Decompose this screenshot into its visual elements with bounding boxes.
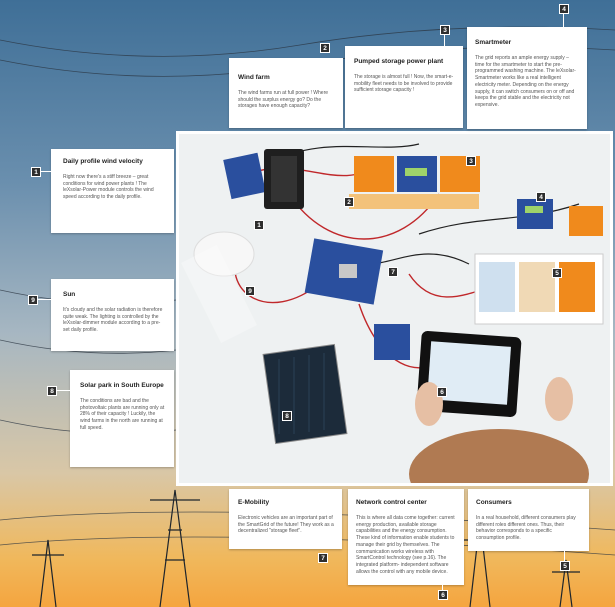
card-title: Pumped storage power plant xyxy=(354,58,444,65)
connector-line xyxy=(563,14,564,27)
lab-setup-photo: 1 2 3 4 5 6 7 8 9 xyxy=(176,131,613,486)
badge-sun: 9 xyxy=(28,295,38,305)
card-body: The wind farms run at full power ! Where… xyxy=(238,89,329,110)
card-title: Sun xyxy=(63,291,76,298)
badge-emobility: 7 xyxy=(318,553,328,563)
badge-solar-park: 8 xyxy=(47,386,57,396)
photo-marker-8: 8 xyxy=(282,411,292,421)
connector-line xyxy=(38,299,51,300)
card-smartmeter: Smartmeter The grid reports an ample ene… xyxy=(467,27,587,129)
badge-wind-farm: 2 xyxy=(320,43,330,53)
card-sun: Sun It's cloudy and the solar radiation … xyxy=(51,279,174,351)
card-emobility: E-Mobility Electronic vehicles are an im… xyxy=(229,489,342,549)
card-title: Daily profile wind velocity xyxy=(63,158,143,165)
card-title: Wind farm xyxy=(238,74,270,81)
photo-marker-4: 4 xyxy=(536,192,546,202)
photo-marker-3: 3 xyxy=(466,156,476,166)
connector-line xyxy=(442,585,443,590)
card-solar-park: Solar park in South Europe The condition… xyxy=(70,370,174,467)
card-body: The grid reports an ample energy supply … xyxy=(475,54,576,109)
connector-line xyxy=(57,390,70,391)
connector-line xyxy=(564,551,565,561)
card-pumped-storage: Pumped storage power plant The storage i… xyxy=(345,46,463,128)
connector-line xyxy=(41,171,51,172)
photo-marker-7: 7 xyxy=(388,267,398,277)
badge-smartmeter: 4 xyxy=(559,4,569,14)
badge-network-control: 6 xyxy=(438,590,448,600)
connector-line xyxy=(444,35,445,46)
photo-marker-9: 9 xyxy=(245,286,255,296)
card-consumers: Consumers In a real household, different… xyxy=(468,489,589,551)
card-title: Consumers xyxy=(476,499,512,506)
card-body: Right now there's a stiff breeze – great… xyxy=(63,173,154,201)
badge-pumped-storage: 3 xyxy=(440,25,450,35)
photo-marker-1: 1 xyxy=(254,220,264,230)
card-body: The storage is almost full ! Now, the sm… xyxy=(354,73,454,94)
card-wind-farm: Wind farm The wind farms run at full pow… xyxy=(229,58,343,128)
card-body: This is where all data come together: cu… xyxy=(356,514,455,575)
card-title: Solar park in South Europe xyxy=(80,382,164,389)
card-daily-profile: Daily profile wind velocity Right now th… xyxy=(51,149,174,233)
card-body: In a real household, different consumers… xyxy=(476,514,576,542)
card-body: It's cloudy and the solar radiation is t… xyxy=(63,306,163,334)
photo-marker-6: 6 xyxy=(437,387,447,397)
card-body: Electronic vehicles are an important par… xyxy=(238,514,334,535)
badge-daily-profile: 1 xyxy=(31,167,41,177)
card-title: Network control center xyxy=(356,499,427,506)
card-network-control: Network control center This is where all… xyxy=(348,489,464,585)
badge-consumers: 5 xyxy=(560,561,570,571)
card-title: E-Mobility xyxy=(238,499,270,506)
card-body: The conditions are bad and the photovolt… xyxy=(80,397,165,431)
photo-marker-2: 2 xyxy=(344,197,354,207)
photo-marker-5: 5 xyxy=(552,268,562,278)
card-title: Smartmeter xyxy=(475,39,512,46)
